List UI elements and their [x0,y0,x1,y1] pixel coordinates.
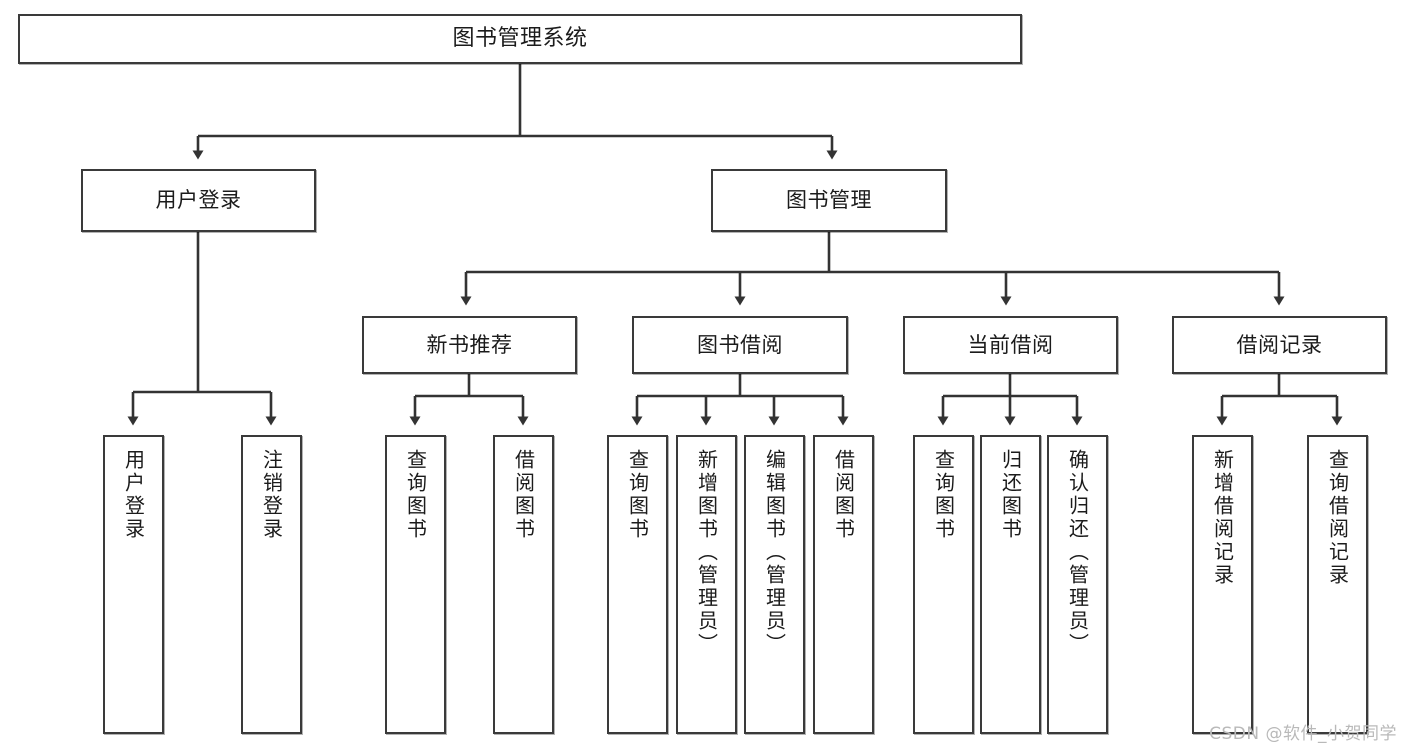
node-leaf-borrow-book-recommend[interactable]: 借阅图书 [493,435,554,734]
node-leaf-query-book-current[interactable]: 查询图书 [913,435,974,734]
node-label: 归还图书 [998,449,1023,541]
watermark-text: CSDN @软件_小贺同学 [1209,724,1397,744]
node-leaf-borrow-book[interactable]: 借阅图书 [813,435,874,734]
node-leaf-add-borrow-record[interactable]: 新增借阅记录 [1192,435,1253,734]
node-label: 借阅图书 [511,449,536,541]
node-current-borrow[interactable]: 当前借阅 [903,316,1118,374]
node-label: 新增借阅记录 [1210,449,1235,587]
node-label: 查询借阅记录 [1325,449,1350,587]
node-user-login[interactable]: 用户登录 [81,169,316,232]
node-label: 借阅记录 [1236,332,1323,357]
node-leaf-add-book[interactable]: 新增图书（管理员） [676,435,737,734]
node-leaf-query-book-recommend[interactable]: 查询图书 [385,435,446,734]
node-leaf-return-book[interactable]: 归还图书 [980,435,1041,734]
node-book-manage[interactable]: 图书管理 [711,169,947,232]
node-label: 查询图书 [625,449,650,541]
node-label: 图书管理系统 [452,26,588,52]
node-label: 新增图书（管理员） [694,449,719,656]
node-label: 查询图书 [931,449,956,541]
node-label: 借阅图书 [831,449,856,541]
node-label: 查询图书 [403,449,428,541]
node-book-borrow[interactable]: 图书借阅 [632,316,848,374]
node-label: 注销登录 [259,449,284,541]
node-leaf-query-borrow-record[interactable]: 查询借阅记录 [1307,435,1368,734]
node-label: 图书管理 [786,188,872,213]
node-leaf-query-book-borrow[interactable]: 查询图书 [607,435,668,734]
node-label: 当前借阅 [967,332,1054,357]
node-leaf-user-login[interactable]: 用户登录 [103,435,164,734]
node-label: 新书推荐 [426,332,513,357]
node-leaf-edit-book[interactable]: 编辑图书（管理员） [744,435,805,734]
node-label: 确认归还（管理员） [1065,449,1090,656]
node-new-book-recommend[interactable]: 新书推荐 [362,316,577,374]
node-label: 用户登录 [155,188,242,213]
node-label: 图书借阅 [697,332,783,357]
node-leaf-logout-login[interactable]: 注销登录 [241,435,302,734]
node-borrow-record[interactable]: 借阅记录 [1172,316,1387,374]
node-label: 用户登录 [121,449,146,541]
node-label: 编辑图书（管理员） [762,449,787,656]
node-book-management-system[interactable]: 图书管理系统 [18,14,1022,64]
node-leaf-confirm-return[interactable]: 确认归还（管理员） [1047,435,1108,734]
